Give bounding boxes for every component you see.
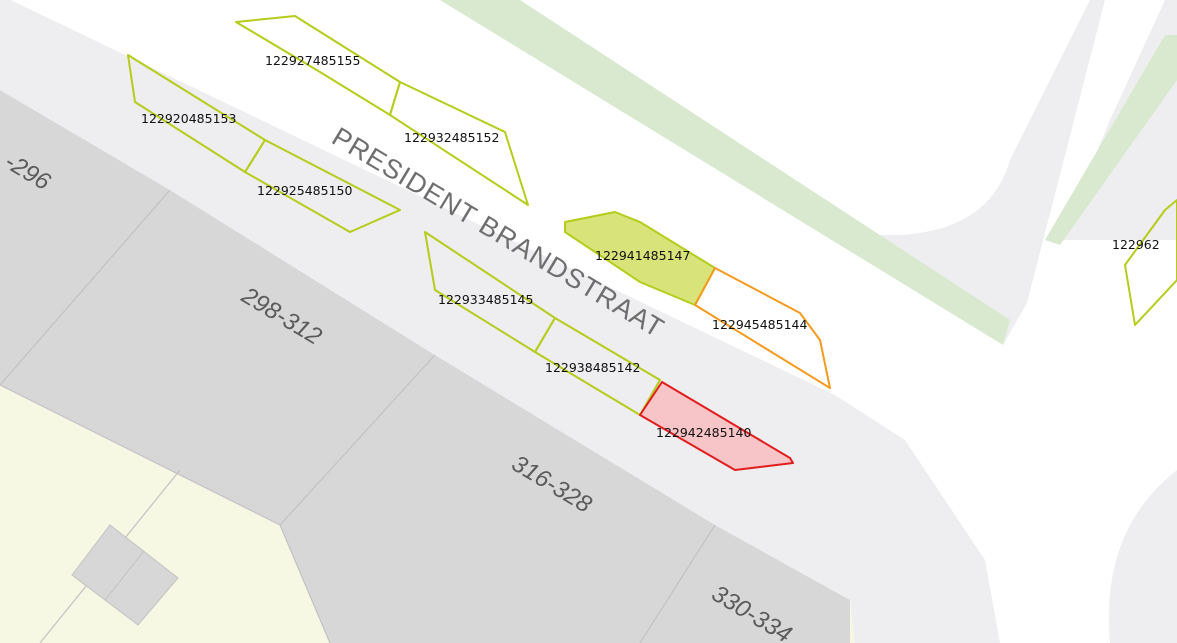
sidewalk-south [0,0,1000,643]
parcel-dividers [0,189,716,643]
road-corner [520,0,1090,235]
parking-spots [127,15,1177,416]
green-strip-2 [1045,35,1177,245]
parking-spot-label: 122920485153 [141,111,236,126]
parking-spot-label: 122962 [1112,237,1160,252]
parking-spot-label: 122941485147 [595,248,690,263]
parking-spot-122962[interactable] [1124,199,1177,326]
parking-spot-label: 122925485150 [257,183,352,198]
outbuilding [71,524,179,626]
parcel-block [640,525,850,643]
parking-spot-122932485152[interactable] [389,81,529,206]
parking-spot-label: 122927485155 [265,53,360,68]
parking-spot-label: 122938485142 [545,360,640,375]
green-strip [440,0,1010,345]
parking-spot-label: 122942485140 [656,425,751,440]
parking-spot-122925485150[interactable] [244,139,401,233]
parking-spot-label: 122933485145 [438,292,533,307]
parcel-block [0,190,435,525]
parking-spot-122945485144[interactable] [694,267,831,389]
parcel-block [280,355,715,643]
parking-spot-122942485140[interactable] [639,381,794,471]
parcel-block [0,90,170,385]
parking-spot-label: 122932485152 [404,130,499,145]
parking-spot-label: 122945485144 [712,317,807,332]
sidewalk-curve [835,395,1177,643]
